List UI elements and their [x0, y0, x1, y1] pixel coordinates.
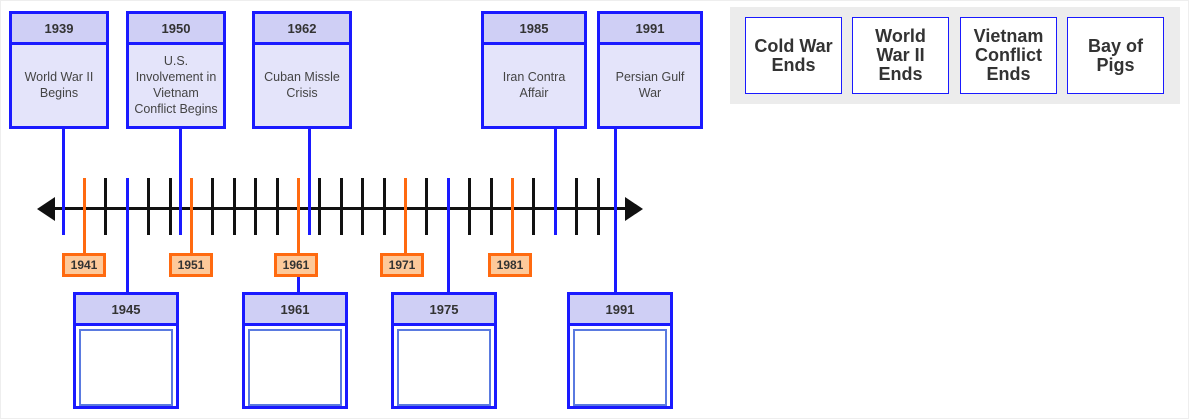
event-stem — [307, 128, 311, 235]
draggable-card[interactable]: Vietnam Conflict Ends — [960, 17, 1057, 94]
decade-marker: 1951 — [169, 253, 213, 277]
decade-stem — [404, 178, 407, 254]
tick-mark — [168, 178, 172, 235]
drop-target-1961[interactable]: 1961 — [242, 292, 348, 409]
draggable-card[interactable]: Bay of Pigs — [1067, 17, 1164, 94]
tick-mark — [489, 178, 493, 235]
tick-mark — [318, 178, 322, 235]
arrow-right-icon — [625, 197, 643, 221]
drop-target-year: 1945 — [76, 295, 176, 326]
drop-target-year: 1961 — [245, 295, 345, 326]
event-stem — [61, 128, 65, 235]
tick-mark — [275, 178, 279, 235]
tick-mark — [147, 178, 151, 235]
event-year: 1950 — [129, 14, 223, 45]
event-stem — [179, 128, 183, 235]
tick-mark — [232, 178, 236, 235]
draggable-card[interactable]: Cold War Ends — [745, 17, 842, 94]
tick-mark — [532, 178, 536, 235]
arrow-left-icon — [37, 197, 55, 221]
tick-mark — [425, 178, 429, 235]
decade-marker: 1941 — [62, 253, 106, 277]
decade-stem — [511, 178, 514, 254]
decade-stem — [297, 178, 300, 254]
event-year: 1991 — [600, 14, 700, 45]
event-year: 1939 — [12, 14, 106, 45]
decade-stem — [83, 178, 86, 254]
card-bank: Cold War Ends World War II Ends Vietnam … — [730, 7, 1180, 104]
tick-mark — [254, 178, 258, 235]
event-year: 1962 — [255, 14, 349, 45]
drop-target-1991[interactable]: 1991 — [567, 292, 673, 409]
target-stem — [297, 274, 300, 294]
drop-target-1975[interactable]: 1975 — [391, 292, 497, 409]
drop-target-year: 1991 — [570, 295, 670, 326]
decade-marker: 1981 — [488, 253, 532, 277]
target-stem — [614, 178, 617, 294]
tick-mark — [211, 178, 215, 235]
event-label: U.S. Involvement in Vietnam Conflict Beg… — [134, 54, 218, 116]
event-label: Persian Gulf War — [615, 70, 685, 100]
drop-slot[interactable] — [573, 329, 667, 406]
tick-mark — [575, 178, 579, 235]
event-label: Cuban Missle Crisis — [264, 70, 340, 100]
drop-slot[interactable] — [79, 329, 173, 406]
target-stem — [446, 178, 450, 294]
decade-marker: 1961 — [274, 253, 318, 277]
event-label: World War II Begins — [24, 70, 94, 100]
drop-target-1945[interactable]: 1945 — [73, 292, 179, 409]
drop-slot[interactable] — [397, 329, 491, 406]
event-stem — [553, 128, 557, 235]
drop-target-year: 1975 — [394, 295, 494, 326]
tick-mark — [596, 178, 600, 235]
draggable-card[interactable]: World War II Ends — [852, 17, 949, 94]
tick-mark — [382, 178, 386, 235]
decade-marker: 1971 — [380, 253, 424, 277]
tick-mark — [361, 178, 365, 235]
tick-mark — [104, 178, 108, 235]
event-label: Iran Contra Affair — [502, 70, 566, 100]
tick-mark — [339, 178, 343, 235]
target-stem — [125, 178, 129, 294]
drop-slot[interactable] — [248, 329, 342, 406]
decade-stem — [190, 178, 193, 254]
tick-mark — [468, 178, 472, 235]
event-year: 1985 — [484, 14, 584, 45]
